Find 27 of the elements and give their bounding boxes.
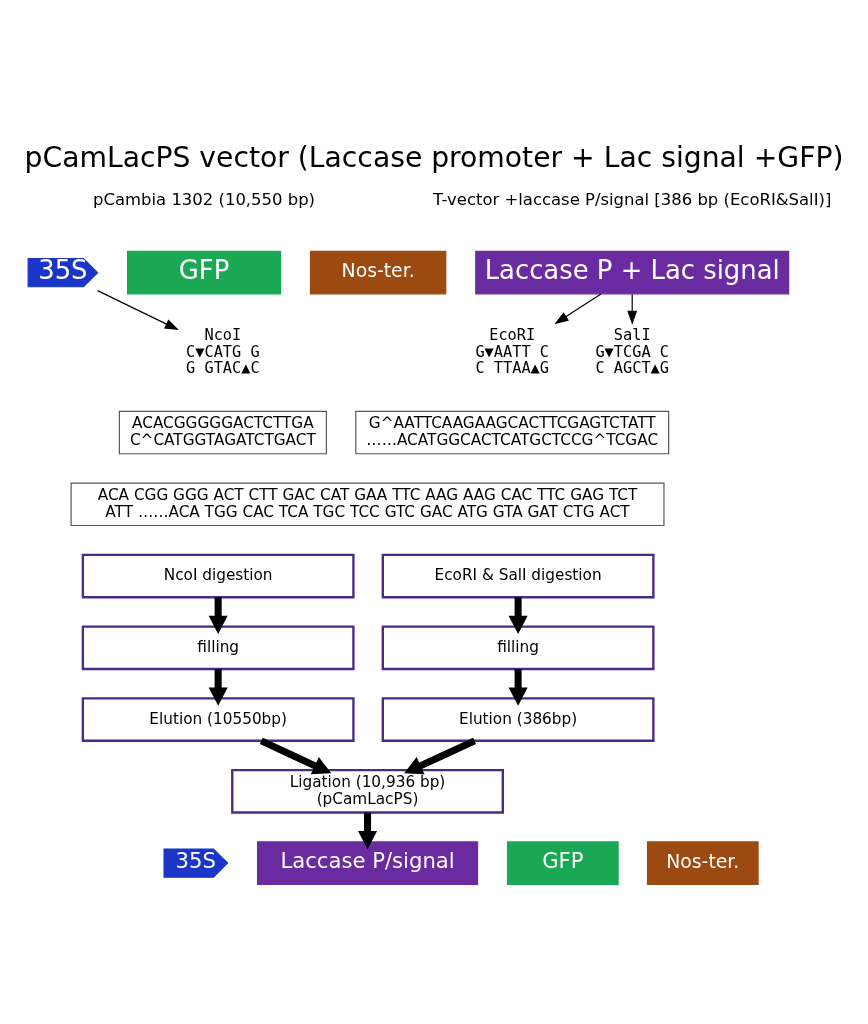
arrow [97, 290, 179, 331]
node-text: SalI G▼TCGA C C AGCT▲G [595, 326, 670, 378]
node-text: EcoRI G▼AATT C C TTAA▲G [475, 326, 550, 378]
node-box: G^AATTCAAGAAGCACTTCGAGTCTATT ……ACATGGCACTCATGCTCCG^TCGAC [355, 410, 670, 455]
diagram-title: pCamLacPS vector (Laccase promoter + Lac signal +GFP) [24, 141, 844, 174]
node-box: Elution (386bp) [381, 697, 655, 742]
arrow [554, 293, 602, 325]
arrow [358, 812, 378, 850]
node-box: ACA CGG GGG ACT CTT GAC CAT GAA TTC AAG AAG CAC TTC GAG TCT ATT ……ACA TGG CAC TCA TGC TCC GTC GAC ATG GTA GAT CTG ACT [70, 482, 665, 527]
node-text: NcoI C▼CATG G G GTAC▲C [186, 326, 260, 378]
label: pCambia 1302 (10,550 bp) [93, 190, 316, 210]
node-box: NcoI digestion [81, 553, 355, 599]
node-box: filling [81, 625, 355, 671]
node-box: Laccase P + Lac signal [475, 250, 790, 295]
arrow [404, 737, 477, 775]
node-box: Nos-ter. [646, 841, 759, 885]
node-box: EcoRI & SalI digestion [381, 553, 655, 599]
node-box: GFP [127, 250, 282, 295]
node-box: Elution (10550bp) [81, 697, 355, 742]
arrow [259, 737, 332, 775]
node-box: ACACGGGGGACTCTTGA C^CATGGTAGATCTGACT [118, 410, 327, 455]
label: T-vector +laccase P/signal [386 bp (EcoRI&SalI)] [433, 190, 832, 210]
node-box: filling [381, 625, 655, 671]
node-box: Laccase P/signal [256, 841, 479, 885]
node-box: Ligation (10,936 bp) (pCamLacPS) [231, 769, 504, 814]
node-box: Nos-ter. [309, 250, 447, 295]
node-box: GFP [506, 841, 619, 885]
